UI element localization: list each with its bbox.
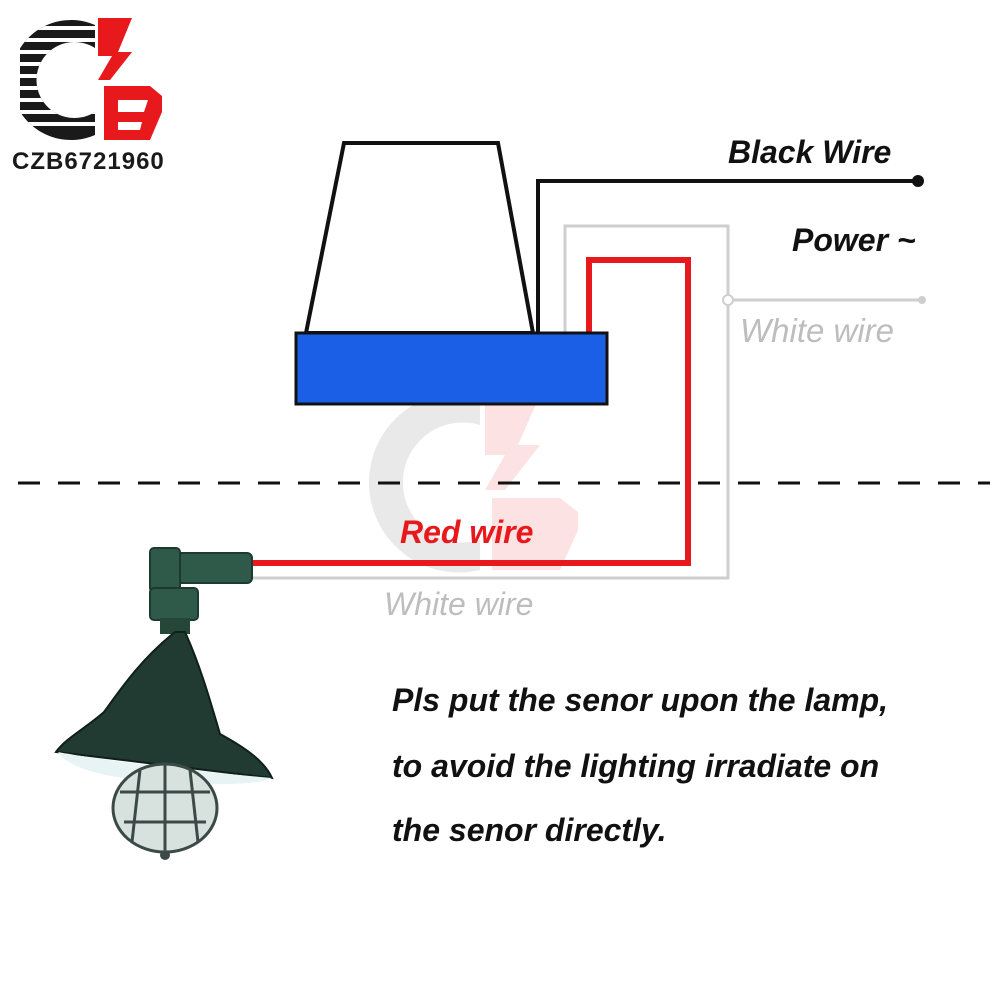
sensor-base — [294, 331, 609, 406]
black-wire — [536, 179, 918, 333]
note-line-2: to avoid the lighting irradiate on — [392, 748, 880, 784]
brand-text: CZB6721960 — [12, 148, 165, 175]
black-wire-end-dot — [912, 175, 924, 187]
note-line-3: the senor directly. — [392, 812, 667, 848]
white-wire-node — [722, 294, 734, 306]
power-label: Power ~ — [792, 222, 916, 258]
black-wire-label: Black Wire — [728, 134, 892, 170]
white-wire-label-top: White wire — [740, 312, 895, 349]
red-wire — [248, 257, 691, 566]
red-wire-label: Red wire — [400, 514, 534, 550]
sensor-dome — [303, 141, 536, 335]
lamp-icon — [54, 547, 274, 860]
note-line-1: Pls put the senor upon the lamp, — [392, 682, 889, 718]
white-wire — [248, 224, 730, 580]
white-wire-label-bottom: White wire — [384, 586, 534, 622]
czb-logo-icon — [20, 18, 162, 140]
white-wire-end-dot — [918, 296, 926, 304]
